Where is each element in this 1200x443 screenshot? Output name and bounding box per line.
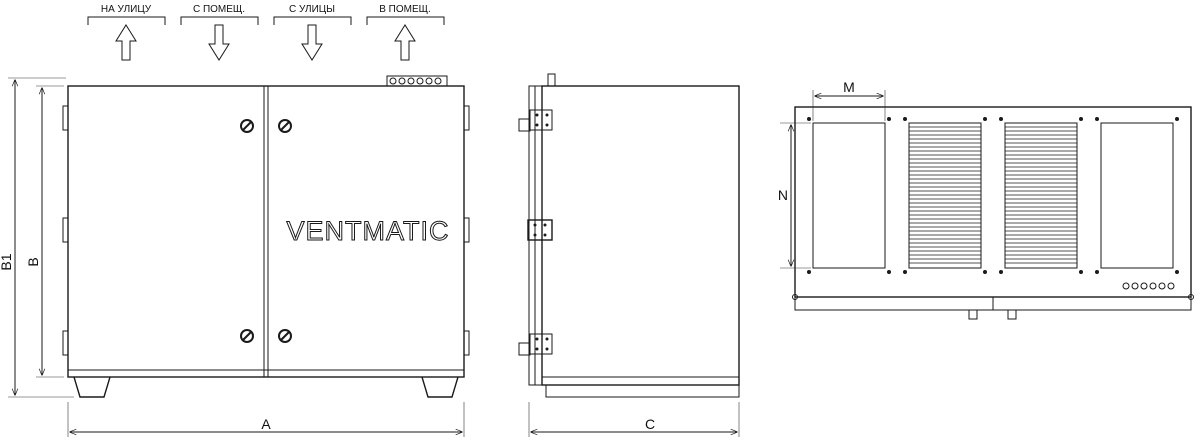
lock-tab: [968, 309, 978, 320]
airflow-fresh-in: С УЛИЦЫ: [273, 4, 352, 61]
hinge: [463, 330, 470, 356]
dim-label-a: A: [261, 416, 271, 432]
arrow-down-icon: [301, 24, 323, 61]
top-view: M N: [778, 79, 1194, 320]
airflow-bracket: [180, 16, 259, 25]
dim-label-b1: B1: [0, 253, 14, 270]
duct-port-grille: [903, 117, 987, 274]
airflow-bracket: [87, 16, 166, 25]
airflow-bracket: [273, 16, 352, 25]
hinge: [62, 105, 69, 131]
door-lock-icon: [278, 119, 292, 133]
airflow-supply-out: В ПОМЕЩ.: [366, 4, 445, 61]
dim-label-m: M: [843, 79, 855, 95]
hinge: [463, 217, 470, 243]
lock-tab: [1007, 309, 1017, 320]
dim-label-c: C: [645, 416, 655, 432]
brand-logo: VENTMATIC: [287, 216, 450, 246]
door-lock-icon: [240, 329, 254, 343]
side-base: [545, 384, 740, 398]
door-lock-icon: [278, 329, 292, 343]
airflow-label-exhaust-out: НА УЛИЦУ: [101, 4, 152, 15]
hinge: [62, 330, 69, 356]
duct-port: [807, 117, 891, 274]
airflow-exhaust-out: НА УЛИЦУ: [87, 4, 166, 61]
arrow-down-icon: [208, 24, 230, 61]
arrow-up-icon: [394, 24, 416, 61]
airflow-label-fresh-in: С УЛИЦЫ: [289, 4, 335, 15]
hinge: [518, 109, 553, 132]
hinge: [527, 219, 553, 241]
airflow-label-supply-out: В ПОМЕЩ.: [379, 4, 431, 15]
cabinet-foot: [421, 376, 459, 398]
dim-label-n: N: [778, 187, 788, 203]
airflow-extract-in: С ПОМЕЩ.: [180, 4, 259, 61]
cabinet-foot: [73, 376, 111, 398]
airflow-bracket: [366, 16, 445, 25]
hinge: [463, 105, 470, 131]
cable-glands: [1122, 282, 1175, 290]
hinge: [518, 333, 553, 356]
cable-glands: [386, 75, 448, 87]
duct-port-grille: [999, 117, 1083, 274]
duct-port: [1095, 117, 1179, 274]
front-view: НА УЛИЦУ С ПОМЕЩ. С УЛИЦЫ В ПОМЕЩ.: [0, 4, 470, 437]
side-gland: [547, 73, 556, 87]
hinge: [62, 217, 69, 243]
side-view: C: [518, 73, 740, 437]
dim-label-b: B: [25, 257, 41, 266]
airflow-label-extract-in: С ПОМЕЩ.: [193, 4, 245, 15]
arrow-up-icon: [115, 24, 137, 61]
side-body: [541, 85, 740, 386]
door-lock-icon: [240, 119, 254, 133]
